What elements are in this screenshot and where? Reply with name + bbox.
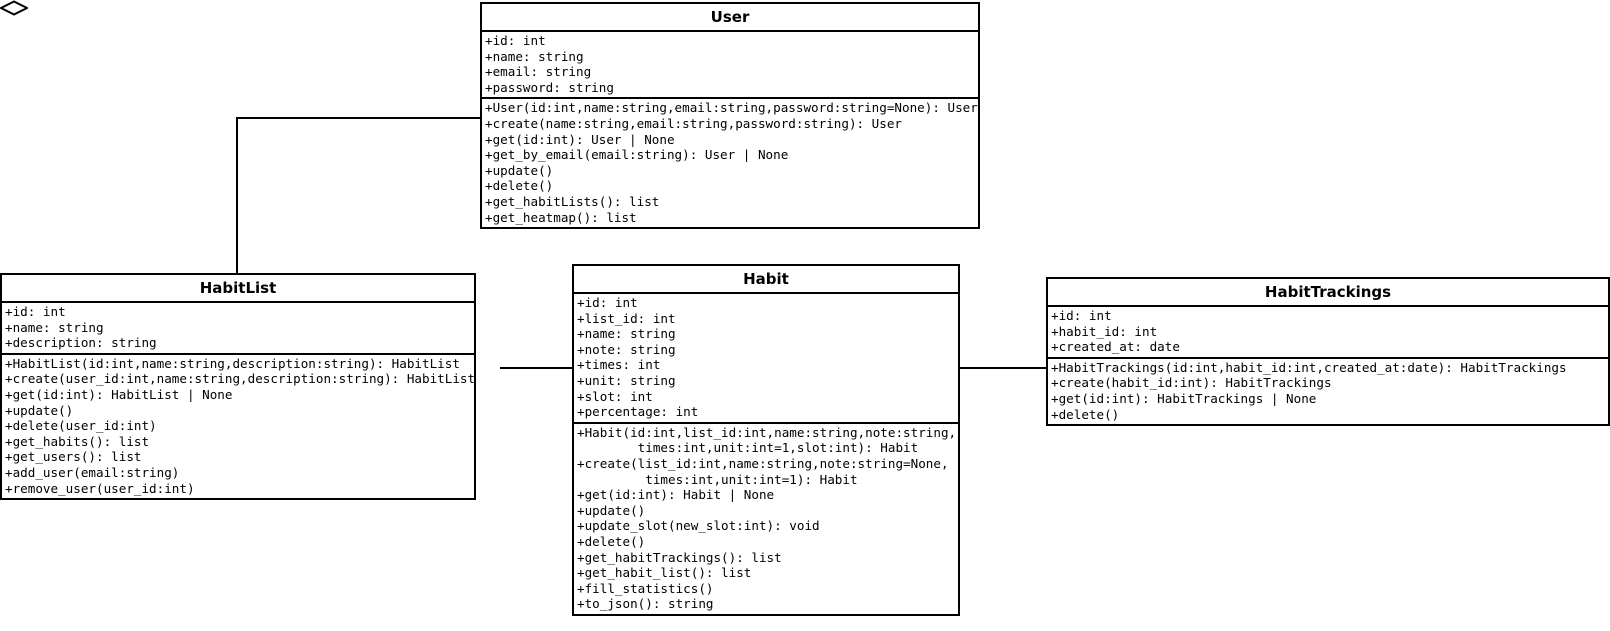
class-box-habittrackings[interactable]: HabitTrackings +id: int +habit_id: int +… [1046,277,1610,427]
attributes-compartment-habittrackings: +id: int +habit_id: int +created_at: dat… [1048,307,1608,359]
attributes-compartment-user: +id: int +name: string +email: string +p… [482,32,978,100]
attribute-row: +email: string [485,64,592,80]
method-row: +update_slot(new_slot:int): void [577,518,820,534]
connector-habitlist-habit [500,367,574,369]
method-row: +get_habit_list(): list [577,565,752,581]
class-title-habittrackings: HabitTrackings [1048,279,1608,307]
method-row: +HabitList(id:int,name:string,descriptio… [5,355,460,371]
attribute-row: +list_id: int [577,310,676,326]
method-row: +fill_statistics() [577,580,714,596]
method-row: +create(name:string,email:string,passwor… [485,115,903,131]
attribute-row: +times: int [577,357,661,373]
method-row: +User(id:int,name:string,email:string,pa… [485,100,978,116]
method-row: +get_users(): list [5,449,142,465]
attribute-row: +name: string [5,319,104,335]
attribute-row: +created_at: date [1051,339,1180,355]
method-row: times:int,unit:int=1): Habit [577,471,858,487]
connector-habit-habittrackings [958,367,1048,369]
class-title-habitlist: HabitList [2,275,474,303]
method-row: +HabitTrackings(id:int,habit_id:int,crea… [1051,359,1567,375]
method-row: +Habit(id:int,list_id:int,name:string,no… [577,424,957,440]
method-row: times:int,unit:int=1,slot:int): Habit [577,440,919,456]
connector-user-habitlist-vertical [236,117,238,275]
method-row: +update() [577,502,646,518]
method-row: +get(id:int): HabitTrackings | None [1051,390,1317,406]
method-row: +update() [485,162,554,178]
method-row: +to_json(): string [577,596,714,612]
method-row: +get(id:int): User | None [485,131,675,147]
methods-compartment-habittrackings: +HabitTrackings(id:int,habit_id:int,crea… [1048,359,1608,424]
attribute-row: +habit_id: int [1051,323,1158,339]
method-row: +get_by_email(email:string): User | None [485,147,789,163]
attributes-compartment-habitlist: +id: int +name: string +description: str… [2,303,474,355]
class-box-habitlist[interactable]: HabitList +id: int +name: string +descri… [0,273,476,501]
class-box-habit[interactable]: Habit +id: int +list_id: int +name: stri… [572,264,960,616]
attribute-row: +id: int [5,304,66,319]
attribute-row: +slot: int [577,388,653,404]
methods-compartment-habitlist: +HabitList(id:int,name:string,descriptio… [2,355,476,498]
attribute-row: +id: int [577,295,638,310]
attribute-row: +note: string [577,341,676,357]
attribute-row: +description: string [5,335,157,351]
method-row: +get_heatmap(): list [485,209,637,225]
attribute-row: +percentage: int [577,404,699,420]
attribute-row: +name: string [577,326,676,342]
class-title-user: User [482,4,978,32]
hollow-diamond-icon [0,0,28,16]
methods-compartment-user: +User(id:int,name:string,email:string,pa… [482,99,978,227]
attributes-compartment-habit: +id: int +list_id: int +name: string +no… [574,294,958,424]
method-row: +get(id:int): Habit | None [577,487,775,503]
class-box-user[interactable]: User +id: int +name: string +email: stri… [480,2,980,230]
method-row: +delete() [1051,406,1120,422]
method-row: +create(list_id:int,name:string,note:str… [577,455,949,471]
method-row: +remove_user(user_id:int) [5,480,195,496]
method-row: +get_habitLists(): list [485,193,660,209]
method-row: +create(user_id:int,name:string,descript… [5,371,476,387]
attribute-row: +id: int [485,33,546,48]
method-row: +delete() [577,533,646,549]
attribute-row: +password: string [485,79,614,95]
method-row: +get_habits(): list [5,433,150,449]
connector-user-habitlist-horizontal [236,117,482,119]
method-row: +add_user(email:string) [5,464,180,480]
method-row: +get(id:int): HabitList | None [5,386,233,402]
attribute-row: +name: string [485,48,584,64]
attribute-row: +id: int [1051,308,1112,323]
methods-compartment-habit: +Habit(id:int,list_id:int,name:string,no… [574,424,958,614]
method-row: +get_habitTrackings(): list [577,549,782,565]
class-title-habit: Habit [574,266,958,294]
method-row: +delete() [485,178,554,194]
method-row: +delete(user_id:int) [5,418,157,434]
method-row: +create(habit_id:int): HabitTrackings [1051,375,1332,391]
attribute-row: +unit: string [577,372,676,388]
method-row: +update() [5,402,74,418]
